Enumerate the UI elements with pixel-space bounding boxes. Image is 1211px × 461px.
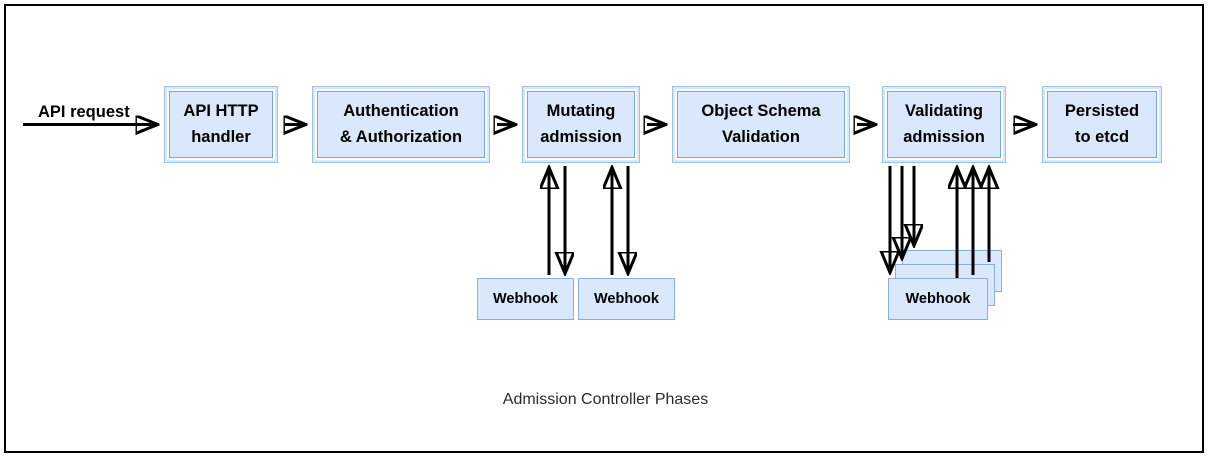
phase-box-validating-admission[interactable]: Validating admission bbox=[882, 86, 1006, 163]
phase-label-line-1: Object Schema bbox=[701, 101, 821, 120]
phase-box-persisted-to-etcd[interactable]: Persisted to etcd bbox=[1042, 86, 1162, 163]
phase-box-api-http-handler[interactable]: API HTTP handler bbox=[164, 86, 278, 163]
phase-box-inner: Authentication & Authorization bbox=[315, 89, 487, 160]
webhook-box-mutating-2[interactable]: Webhook bbox=[578, 278, 675, 320]
phase-label-line-1: API HTTP bbox=[183, 101, 259, 120]
phase-label-line-2: & Authorization bbox=[339, 127, 463, 146]
phase-box-inner: Mutating admission bbox=[525, 89, 637, 160]
diagram-caption: Admission Controller Phases bbox=[502, 391, 709, 408]
phase-label-line-2: admission bbox=[903, 127, 985, 146]
image-frame-border bbox=[4, 4, 1204, 453]
phase-box-authentication-authorization[interactable]: Authentication & Authorization bbox=[312, 86, 490, 163]
phase-box-inner: Persisted to etcd bbox=[1045, 89, 1159, 160]
phase-box-object-schema-validation[interactable]: Object Schema Validation bbox=[672, 86, 850, 163]
phase-label-line-2: admission bbox=[540, 127, 622, 146]
phase-box-inner: API HTTP handler bbox=[167, 89, 275, 160]
webhook-label: Webhook bbox=[905, 291, 971, 307]
phase-label-line-1: Authentication bbox=[343, 101, 459, 120]
webhook-box-validating-front[interactable]: Webhook bbox=[888, 278, 988, 320]
phase-label-line-1: Validating bbox=[905, 101, 983, 120]
phase-label-line-2: Validation bbox=[722, 127, 800, 146]
phase-label-line-1: Persisted bbox=[1064, 101, 1140, 120]
phase-label-line-1: Mutating bbox=[546, 101, 616, 120]
webhook-label: Webhook bbox=[493, 291, 558, 307]
webhook-label: Webhook bbox=[594, 291, 659, 307]
phase-box-inner: Validating admission bbox=[885, 89, 1003, 160]
phase-label-line-2: handler bbox=[191, 127, 251, 146]
phase-box-mutating-admission[interactable]: Mutating admission bbox=[522, 86, 640, 163]
phase-label-line-2: to etcd bbox=[1074, 127, 1130, 146]
phase-box-inner: Object Schema Validation bbox=[675, 89, 847, 160]
entry-label-api-request: API request bbox=[38, 103, 130, 121]
webhook-box-mutating-1[interactable]: Webhook bbox=[477, 278, 574, 320]
